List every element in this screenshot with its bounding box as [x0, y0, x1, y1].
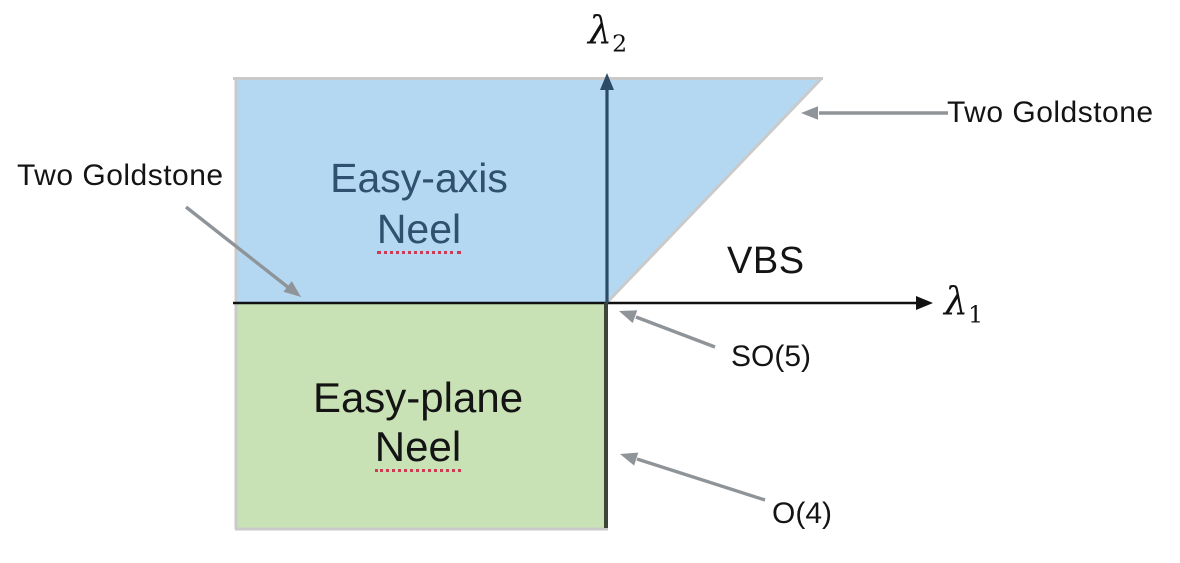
easy-axis-neel-word: Neel: [376, 208, 462, 255]
so5-label: SO(5): [731, 340, 812, 373]
o4-label: O(4): [772, 497, 832, 530]
region-border-diagonal: [606, 76, 824, 304]
vbs-region-label: VBS: [727, 240, 805, 282]
easy-plane-neel-label: Easy-plane Neel: [308, 373, 528, 473]
easy-plane-neel-word: Neel: [374, 425, 462, 473]
so5-arrow: [635, 315, 716, 349]
two-goldstone-left-arrowhead-icon: [283, 281, 301, 297]
two-goldstone-left-arrow: [184, 205, 291, 290]
easy-axis-neel-region: [235, 77, 822, 302]
two-goldstone-right-label: Two Goldstone: [947, 96, 1154, 129]
two-goldstone-left-label: Two Goldstone: [17, 159, 224, 192]
two-goldstone-right-arrowhead-icon: [801, 106, 818, 120]
x-axis-label: λ1: [944, 279, 984, 329]
easy-axis-line1: Easy-axis: [330, 155, 508, 201]
y-axis-label: λ2: [588, 8, 628, 58]
so5-arrowhead-icon: [619, 310, 638, 324]
easy-axis-neel-label: Easy-axis Neel: [319, 153, 519, 256]
easy-plane-neel-region: [235, 302, 607, 529]
easy-plane-line1: Easy-plane: [312, 374, 524, 421]
x-axis-arrowhead-icon: [916, 296, 933, 310]
o4-arrowhead-icon: [620, 452, 639, 466]
y-axis-arrowhead-icon: [600, 73, 614, 90]
o4-arrow: [636, 457, 766, 502]
